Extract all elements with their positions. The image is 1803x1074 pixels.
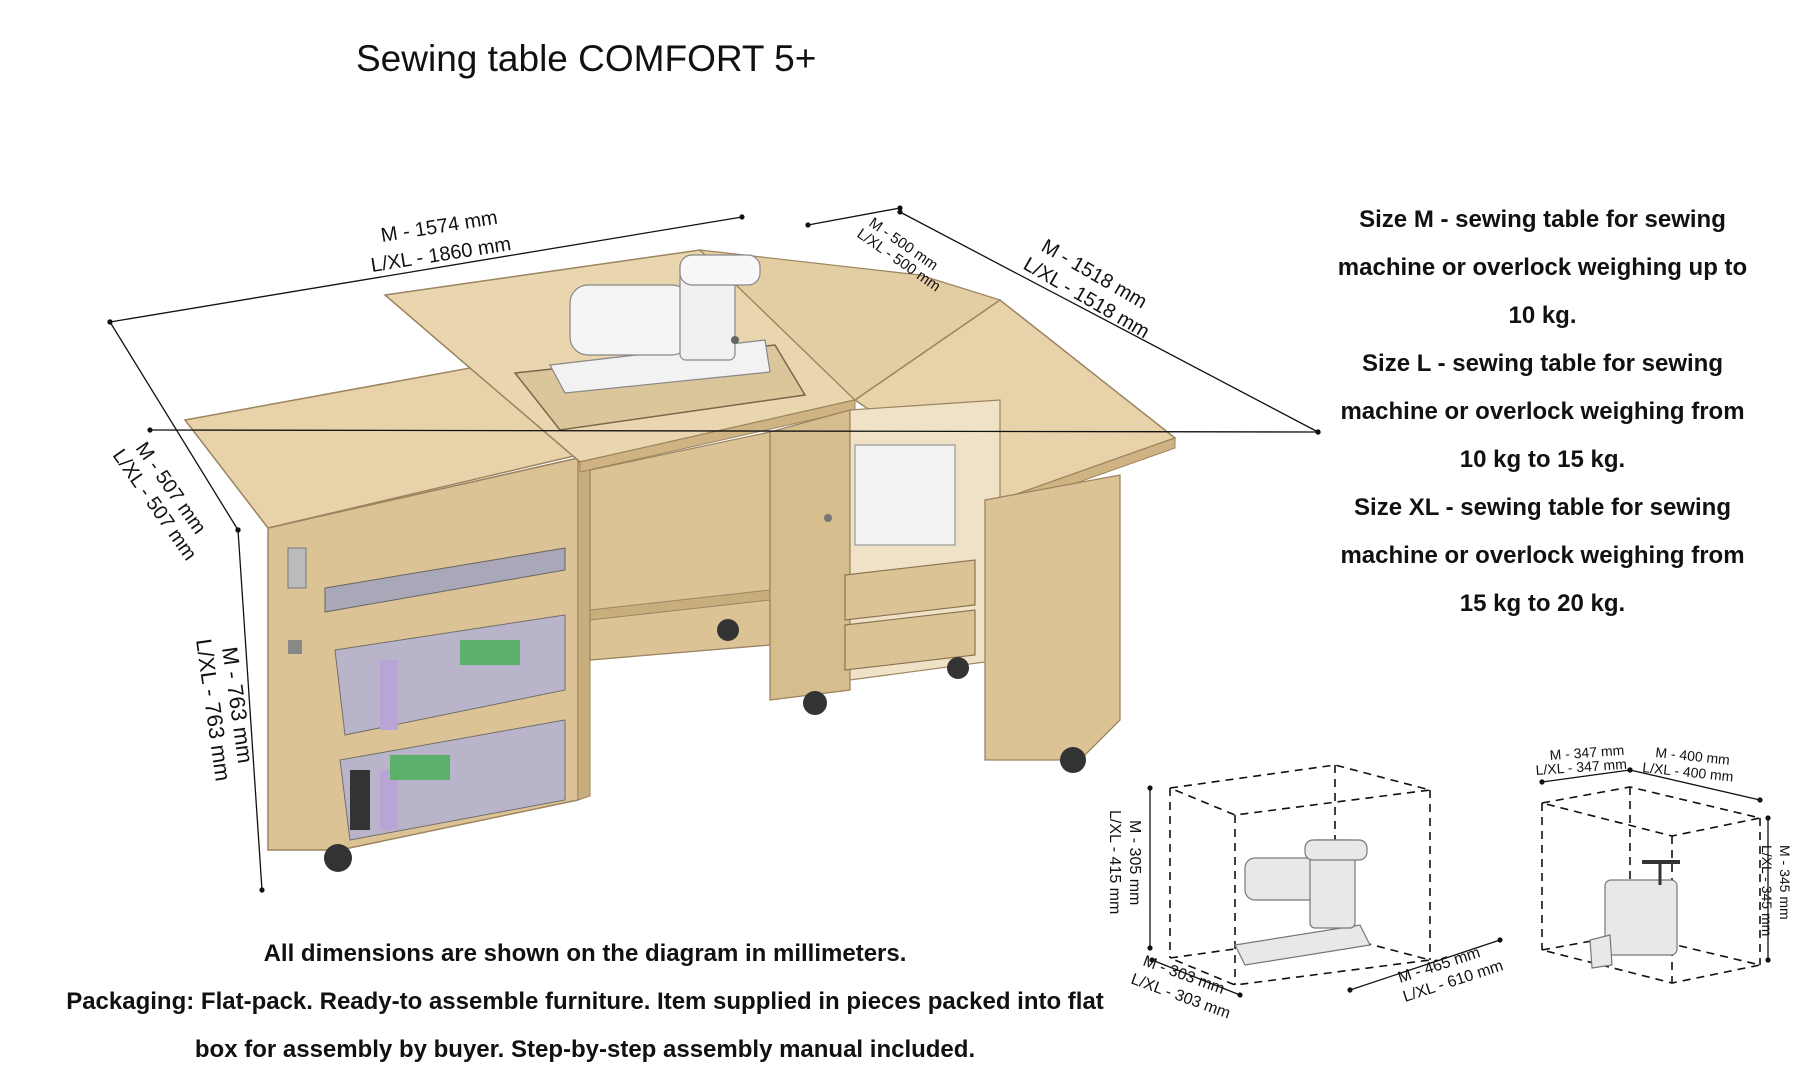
wheel-icon (803, 691, 827, 715)
table-dimension-lines (107, 205, 1321, 893)
wheel-icon (1060, 747, 1086, 773)
thread-spool (380, 660, 398, 730)
hook-icon (287, 547, 307, 589)
overlock-width-m-label: M - 400 mm (1655, 744, 1731, 768)
thread-spool (380, 770, 398, 830)
overlock-in-cabinet (854, 444, 956, 546)
dimensions-note: All dimensions are shown on the diagram … (263, 940, 907, 967)
bottom-notes: All dimensions are shown on the diagram … (40, 930, 1130, 1074)
right-door (984, 474, 1121, 761)
box-overlock-icon (1589, 860, 1680, 969)
fabric-roll (390, 755, 450, 780)
wheel-icon (324, 844, 352, 872)
overlock-depth-m-label: M - 347 mm (1549, 742, 1625, 763)
overlock-height-m-label: M - 345 mm (1777, 845, 1793, 920)
size-l-line-3: 10 kg to 15 kg. (1459, 446, 1626, 473)
size-xl-line-2: machine or overlock weighing from (1340, 542, 1745, 569)
left-cabinet-front (577, 457, 591, 801)
scissors-holder (350, 770, 370, 830)
door-knob-icon (824, 514, 832, 522)
overlock-box-diagram: M - 347 mm L/XL - 347 mm M - 400 mm L/XL… (1535, 742, 1793, 984)
sewing-table-illustration (183, 249, 1177, 872)
size-l-line-1: Size L - sewing table for sewing (1362, 350, 1723, 377)
page-title: Sewing table COMFORT 5+ (356, 38, 817, 79)
box-sewing-machine-icon (1234, 839, 1371, 966)
size-m-line-3: 10 kg. (1508, 302, 1577, 329)
packaging-line-2: box for assembly by buyer. Step-by-step … (194, 1036, 976, 1063)
wheel-icon (717, 619, 739, 641)
switch-icon (288, 640, 302, 654)
packaging-line-1: Packaging: Flat-pack. Ready-to assemble … (66, 988, 1104, 1015)
fabric-roll (460, 640, 520, 665)
wheel-icon (947, 657, 969, 679)
size-xl-line-1: Size XL - sewing table for sewing (1354, 494, 1731, 521)
drawer-2 (844, 609, 976, 671)
overlock-height-lxl-label: L/XL - 345 mm (1759, 845, 1775, 936)
center-door (769, 409, 851, 701)
size-l-line-2: machine or overlock weighing from (1340, 398, 1745, 425)
overlock-depth-lxl-label: L/XL - 347 mm (1535, 756, 1627, 778)
size-m-line-1: Size M - sewing table for sewing (1359, 206, 1726, 233)
size-description: Size M - sewing table for sewing machine… (1315, 196, 1770, 628)
size-xl-line-3: 15 kg to 20 kg. (1459, 590, 1626, 617)
size-m-line-2: machine or overlock weighing up to (1337, 254, 1748, 281)
sewing-machine-box-diagram: M - 305 mm L/XL - 415 mm M - 303 mm L/XL… (1106, 764, 1505, 1022)
machine-height-lxl-label: L/XL - 415 mm (1106, 810, 1123, 914)
center-cabinet (589, 431, 771, 661)
machine-height-m-label: M - 305 mm (1126, 820, 1143, 905)
storage-tray (324, 547, 566, 613)
drawer-1 (844, 559, 976, 621)
